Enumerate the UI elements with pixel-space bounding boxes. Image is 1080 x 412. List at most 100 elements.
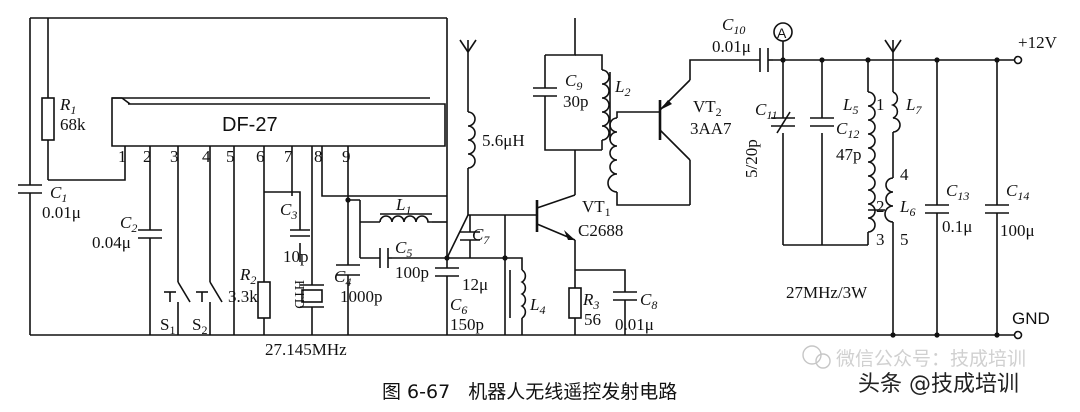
svg-text:3: 3 [876, 230, 885, 249]
svg-text:C9: C9 [565, 71, 582, 93]
svg-text:4: 4 [900, 165, 909, 184]
svg-text:C2: C2 [120, 213, 137, 235]
capacitor-c4: C4 1000p [334, 264, 383, 306]
svg-text:10p: 10p [283, 247, 309, 266]
svg-text:1000p: 1000p [340, 287, 383, 306]
inductor-l4: L4 [509, 269, 545, 319]
ic-pin-7: 7 [284, 147, 293, 166]
junction-dots [345, 57, 1000, 338]
svg-text:C13: C13 [946, 181, 969, 203]
ic-pin-5: 5 [226, 147, 235, 166]
svg-text:68k: 68k [60, 115, 86, 134]
watermark-toutiao: 头条 @技成培训 [858, 372, 1019, 397]
svg-text:0.01μ: 0.01μ [42, 203, 81, 222]
svg-text:1: 1 [876, 95, 885, 114]
output-power-note: 27MHz/3W [786, 283, 868, 302]
svg-text:5/20p: 5/20p [742, 139, 761, 178]
svg-text:C7: C7 [472, 225, 490, 247]
svg-text:C6: C6 [450, 295, 467, 317]
svg-text:0.01μ: 0.01μ [712, 37, 751, 56]
svg-text:L1: L1 [395, 195, 411, 217]
svg-text:HTD: HTD [291, 280, 306, 309]
svg-text:L6: L6 [899, 197, 915, 219]
svg-text:C14: C14 [1006, 181, 1029, 203]
svg-text:12μ: 12μ [462, 275, 488, 294]
crystal-frequency-note: 27.145MHz [265, 340, 347, 359]
svg-text:VT1: VT1 [582, 197, 611, 219]
svg-text:VT2: VT2 [693, 97, 722, 119]
ic-pin-1: 1 [118, 147, 127, 166]
svg-text:150p: 150p [450, 315, 484, 334]
gnd-label: GND [1012, 309, 1050, 328]
svg-text:2: 2 [876, 197, 885, 216]
terminal-vcc: +12V [1013, 33, 1058, 65]
inductor-l2: L2 [601, 69, 630, 193]
svg-text:3AA7: 3AA7 [690, 119, 732, 138]
capacitor-c12: C12 47p [810, 117, 862, 164]
capacitor-c2: C2 0.04μ [92, 213, 162, 252]
watermark-wechat: 微信公众号：技成培训 [802, 345, 1026, 370]
switch-s1: S1 [160, 281, 191, 337]
svg-text:L7: L7 [905, 95, 922, 117]
resistor-r1: R1 68k [41, 95, 86, 141]
svg-text:0.04μ: 0.04μ [92, 233, 131, 252]
svg-text:100p: 100p [395, 263, 429, 282]
svg-text:C11: C11 [755, 100, 777, 122]
crystal-htd: HTD [291, 280, 324, 312]
svg-text:56: 56 [584, 310, 601, 329]
antenna-left [459, 39, 477, 70]
svg-text:C3: C3 [280, 200, 297, 222]
svg-text:C8: C8 [640, 290, 657, 312]
terminal-gnd: GND [1012, 309, 1050, 340]
svg-text:C4: C4 [334, 267, 351, 289]
svg-text:5.6μH: 5.6μH [482, 131, 525, 150]
inductor-l5: L5 1 2 3 [842, 91, 885, 249]
svg-text:C1: C1 [50, 183, 67, 205]
svg-text:5: 5 [900, 230, 909, 249]
inductor-5-6uh: 5.6μH [467, 111, 525, 169]
ic-pin-8: 8 [314, 147, 323, 166]
capacitor-c6: C6 150p [435, 267, 484, 334]
ic-pin-6: 6 [256, 147, 265, 166]
svg-text:R3: R3 [582, 290, 599, 312]
resistor-r3: R3 56 [568, 287, 601, 329]
svg-text:C12: C12 [836, 119, 859, 141]
antenna-right [884, 39, 902, 70]
svg-text:R1: R1 [59, 95, 76, 117]
capacitor-c1: C1 0.01μ [18, 183, 81, 222]
figure-caption: 图 6-67 机器人无线遥控发射电路 [382, 381, 677, 403]
resistor-r2: R2 3.3k [228, 265, 271, 319]
inductor-l1: L1 [379, 195, 432, 223]
inductor-l7: L7 [890, 91, 922, 133]
capacitor-c11: C11 5/20p [742, 100, 795, 178]
ic-label: DF-27 [222, 114, 278, 136]
capacitor-c9: C9 30p [533, 71, 589, 111]
ic-pin-3: 3 [170, 147, 179, 166]
svg-text:A: A [777, 25, 787, 41]
svg-text:S2: S2 [192, 315, 207, 337]
svg-text:S1: S1 [160, 315, 175, 337]
transistor-vt2: VT2 3AA7 [658, 79, 732, 161]
switch-s2: S2 [192, 281, 223, 337]
transistor-vt1: VT1 C2688 [535, 194, 623, 241]
svg-text:3.3k: 3.3k [228, 287, 258, 306]
svg-text:30p: 30p [563, 92, 589, 111]
svg-text:C5: C5 [395, 238, 412, 260]
capacitor-c3: C3 10p [280, 200, 310, 266]
svg-text:0.1μ: 0.1μ [942, 217, 972, 236]
svg-text:微信公众号：技成培训: 微信公众号：技成培训 [836, 348, 1026, 370]
svg-text:100μ: 100μ [1000, 221, 1035, 240]
wiring [29, 17, 1015, 336]
ic-pin-4: 4 [202, 147, 211, 166]
ammeter: A [773, 22, 793, 42]
svg-text:L2: L2 [614, 77, 630, 99]
vcc-label: +12V [1018, 33, 1058, 52]
svg-text:C10: C10 [722, 15, 745, 37]
ic-pin-9: 9 [342, 147, 351, 166]
svg-text:L5: L5 [842, 95, 858, 117]
ic-pin-2: 2 [143, 147, 152, 166]
capacitor-c13: C13 0.1μ [925, 181, 972, 236]
capacitor-c8: C8 0.01μ [613, 290, 657, 334]
